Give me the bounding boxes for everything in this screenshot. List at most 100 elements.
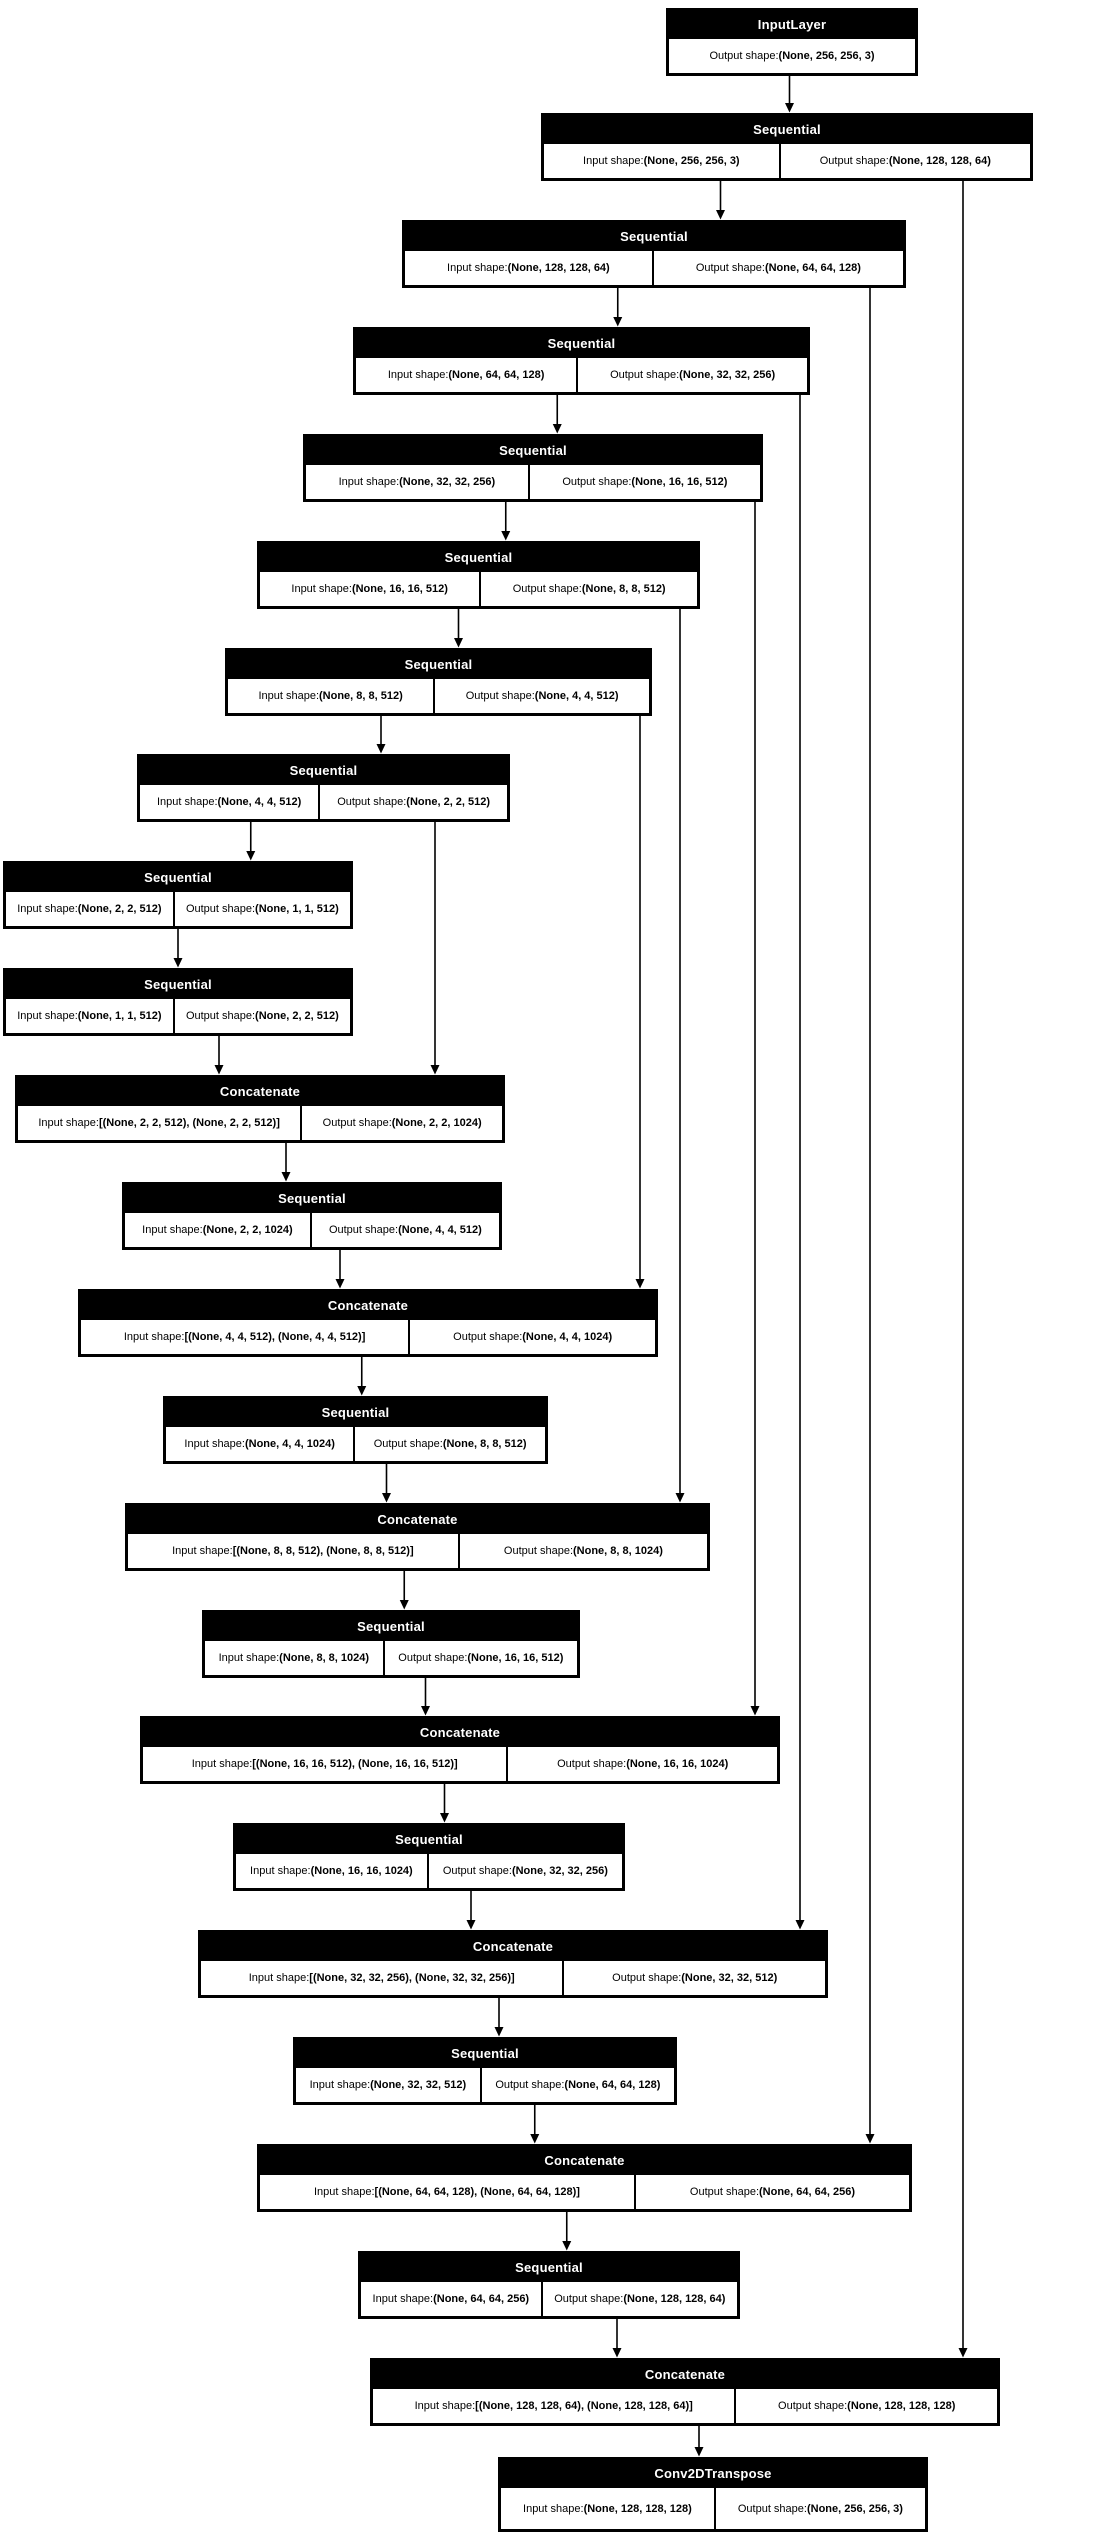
edge-arrowhead [958, 2348, 968, 2358]
shape-row: Input shape: [(None, 128, 128, 64), (Non… [371, 2389, 999, 2425]
input-shape-prefix: Input shape: [248, 1972, 310, 1984]
edge-arrowhead [694, 2447, 704, 2457]
output-shape-value: (None, 256, 256, 3) [778, 50, 875, 62]
input-shape-prefix: Input shape: [523, 2502, 584, 2515]
edge-arrowhead [612, 2348, 622, 2358]
output-shape-value: (None, 4, 4, 512) [534, 690, 619, 702]
input-shape-value: (None, 128, 128, 128) [583, 2502, 692, 2515]
output-shape-cell: Output shape: (None, 4, 4, 512) [435, 679, 650, 713]
shape-row: Input shape: (None, 256, 256, 3)Output s… [542, 144, 1032, 180]
layer-type-label: InputLayer [757, 16, 827, 32]
layer-type-label: Sequential [515, 2259, 583, 2275]
input-shape-value: [(None, 16, 16, 512), (None, 16, 16, 512… [252, 1758, 458, 1770]
output-shape-value: (None, 4, 4, 1024) [522, 1331, 613, 1343]
input-shape-prefix: Input shape: [309, 2079, 371, 2091]
output-shape-prefix: Output shape: [328, 1224, 399, 1236]
layer-type-label: Sequential [499, 442, 567, 458]
layer-type-label: Conv2DTranspose [654, 2465, 772, 2481]
shape-row: Input shape: (None, 16, 16, 1024)Output … [234, 1854, 624, 1890]
output-shape-cell: Output shape: (None, 16, 16, 512) [529, 465, 761, 499]
input-shape-prefix: Input shape: [123, 1331, 185, 1343]
output-shape-cell: Output shape: (None, 2, 2, 512) [320, 785, 508, 819]
output-shape-cell: Output shape: (None, 32, 32, 256) [428, 1854, 622, 1888]
input-shape-value: (None, 32, 32, 512) [370, 2079, 467, 2091]
edge-arrowhead [440, 1813, 449, 1823]
shape-row: Input shape: (None, 8, 8, 512)Output sha… [226, 679, 651, 715]
output-shape-prefix: Output shape: [512, 583, 582, 595]
edge-arrowhead [530, 2134, 540, 2144]
shape-row: Input shape: (None, 4, 4, 512)Output sha… [138, 785, 509, 821]
output-shape-cell: Output shape: (None, 4, 4, 1024) [410, 1320, 655, 1354]
output-shape-cell: Output shape: (None, 1, 1, 512) [174, 892, 351, 926]
input-shape-prefix: Input shape: [172, 1545, 233, 1557]
input-shape-prefix: Input shape: [38, 1117, 99, 1129]
output-shape-cell: Output shape: (None, 32, 32, 512) [564, 1961, 825, 1995]
layer-type-label: Sequential [753, 121, 821, 137]
input-shape-prefix: Input shape: [291, 583, 352, 595]
edge-arrowhead [675, 1493, 685, 1503]
output-shape-cell: Output shape: (None, 256, 256, 3) [669, 39, 915, 73]
output-shape-cell: Output shape: (None, 128, 128, 64) [780, 144, 1030, 178]
input-shape-cell: Input shape: (None, 4, 4, 512) [140, 785, 319, 819]
output-shape-cell: Output shape: (None, 64, 64, 256) [635, 2175, 909, 2209]
output-shape-prefix: Output shape: [557, 1758, 627, 1770]
input-shape-cell: Input shape: (None, 4, 4, 1024) [166, 1427, 354, 1461]
input-shape-cell: Input shape: (None, 2, 2, 512) [6, 892, 173, 926]
output-shape-value: (None, 32, 32, 256) [511, 1865, 608, 1877]
output-shape-cell: Output shape: (None, 4, 4, 512) [311, 1213, 499, 1247]
shape-row: Input shape: (None, 64, 64, 256)Output s… [359, 2282, 739, 2318]
input-shape-cell: Input shape: [(None, 32, 32, 256), (None… [201, 1961, 563, 1995]
input-shape-prefix: Input shape: [387, 369, 449, 381]
input-shape-cell: Input shape: [(None, 2, 2, 512), (None, … [18, 1106, 301, 1140]
input-shape-value: (None, 2, 2, 512) [77, 903, 162, 915]
input-shape-cell: Input shape: (None, 16, 16, 512) [260, 572, 480, 606]
shape-row: Input shape: (None, 32, 32, 256)Output s… [304, 465, 762, 501]
input-shape-cell: Input shape: (None, 1, 1, 512) [6, 999, 173, 1033]
output-shape-value: (None, 2, 2, 512) [406, 796, 491, 808]
edge-arrowhead [454, 638, 463, 648]
output-shape-value: (None, 16, 16, 512) [631, 476, 728, 488]
edge-arrowhead [214, 1065, 224, 1075]
input-shape-cell: Input shape: (None, 32, 32, 256) [306, 465, 528, 499]
output-shape-value: (None, 128, 128, 64) [623, 2293, 726, 2305]
shape-row: Input shape: (None, 16, 16, 512) Output s… [258, 572, 699, 608]
shape-row: Input shape: [(None, 4, 4, 512), (None, … [79, 1320, 657, 1356]
shape-row: Input shape: (None, 4, 4, 1024)Output sh… [164, 1427, 547, 1463]
input-shape-prefix: Input shape: [258, 690, 320, 702]
output-shape-value: (None, 2, 2, 1024) [391, 1117, 482, 1129]
input-shape-cell: Input shape: (None, 256, 256, 3) [544, 144, 779, 178]
input-shape-cell: Input shape: (None, 32, 32, 512) [296, 2068, 480, 2102]
input-shape-value: (None, 256, 256, 3) [643, 155, 740, 167]
input-shape-value: (None, 4, 4, 512) [217, 796, 302, 808]
edge-arrowhead [613, 317, 623, 327]
layer-type-label: Sequential [357, 1618, 425, 1634]
shape-row: Input shape: (None, 128, 128, 128) Output… [499, 2488, 927, 2531]
output-shape-cell: Output shape: (None, 16, 16, 512) [384, 1641, 578, 1675]
input-shape-cell: Input shape: (None, 128, 128, 64) [405, 251, 652, 285]
input-shape-value: (None, 64, 64, 128) [448, 369, 545, 381]
edge-arrowhead [716, 210, 725, 220]
output-shape-cell: Output shape: (None, 128, 128, 64) [542, 2282, 737, 2316]
layer-type-label: Concatenate [377, 1511, 458, 1527]
output-shape-value: (None, 32, 32, 512) [681, 1972, 778, 1984]
shape-row: Input shape: (None, 32, 32, 512)Output s… [294, 2068, 676, 2104]
input-shape-cell: Input shape: (None, 16, 16, 1024) [236, 1854, 427, 1888]
output-shape-cell: Output shape: (None, 16, 16, 1024) [508, 1747, 778, 1781]
layer-type-label: Concatenate [219, 1083, 301, 1099]
shape-row: Input shape: [(None, 16, 16, 512), (None… [141, 1747, 779, 1783]
shape-row: Input shape: (None, 128, 128, 64)Output … [403, 251, 905, 287]
edge-arrowhead [795, 1920, 805, 1930]
output-shape-value: (None, 8, 8, 512) [581, 583, 666, 595]
output-shape-cell: Output shape: (None, 256, 256, 3) [715, 2488, 925, 2529]
output-shape-value: (None, 16, 16, 512) [467, 1652, 564, 1664]
layer-type-label: Sequential [289, 762, 358, 778]
